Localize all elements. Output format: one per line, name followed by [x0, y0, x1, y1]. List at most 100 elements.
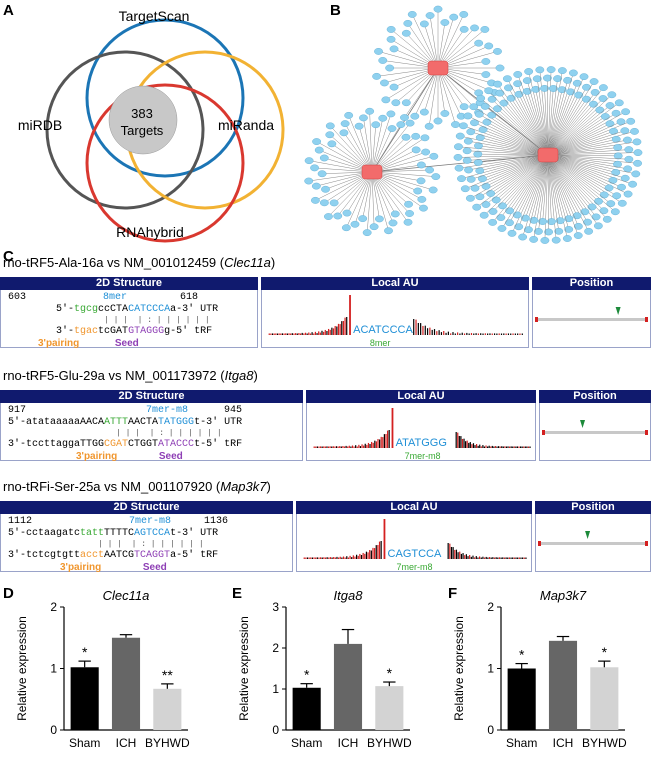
network-edge [491, 114, 549, 156]
au-bar [309, 333, 312, 335]
network-node [421, 148, 431, 156]
au-bar [504, 446, 506, 448]
network-edge [501, 154, 549, 229]
utr-start-marker [535, 317, 538, 322]
hub-left [361, 164, 383, 180]
network-node [613, 160, 622, 168]
au-bar [472, 443, 475, 448]
network-edge [547, 154, 570, 219]
au-bar [346, 317, 348, 335]
network-edge [518, 154, 549, 227]
structure-content: 603 8mer 618 5'-tgcgccCTACATCCCAa-3' UTR… [8, 292, 219, 349]
network-edge [496, 154, 549, 201]
network-node [580, 208, 590, 216]
box-2d-structure [0, 290, 258, 348]
utr-segment: TATGGG [158, 417, 195, 428]
au-bar [296, 333, 298, 335]
x-tick-label: BYHWD [145, 736, 190, 750]
network-edge [518, 94, 549, 156]
au-bar [498, 333, 500, 335]
au-bar [369, 549, 371, 559]
utr-track [539, 542, 647, 545]
au-bar [467, 556, 469, 559]
network-node [459, 122, 468, 130]
au-bar [327, 446, 330, 448]
network-edge [547, 94, 579, 156]
network-node [378, 57, 388, 64]
au-bar [454, 333, 456, 335]
network-node [602, 215, 612, 223]
au-bar [475, 556, 477, 559]
network-node [513, 80, 523, 88]
network-edge [547, 154, 617, 196]
au-bar [498, 557, 501, 559]
au-bar [374, 548, 376, 559]
network-edge [547, 105, 611, 156]
network-edge [538, 154, 549, 232]
network-edge [414, 67, 439, 117]
header-position: Position [539, 390, 651, 403]
entry-title-suffix: ) [270, 255, 276, 270]
network-edge [547, 154, 586, 212]
au-bar [523, 446, 525, 448]
network-node [354, 122, 364, 130]
network-edge [547, 87, 587, 156]
au-bar [278, 333, 280, 335]
network-edge [547, 154, 597, 218]
au-bar [347, 557, 350, 559]
network-node [420, 134, 430, 142]
network-node [416, 161, 426, 169]
au-bar [503, 557, 506, 559]
au-bar [308, 332, 310, 335]
au-bar [415, 319, 417, 335]
network-node [324, 213, 333, 220]
au-bar [512, 557, 514, 559]
network-node [391, 99, 401, 107]
network-edge [547, 154, 561, 221]
network-node [416, 177, 426, 185]
network-node [604, 184, 614, 192]
au-bar [457, 432, 459, 448]
venn-center-count: 383 [131, 106, 153, 121]
au-bar [308, 557, 310, 559]
network-node [407, 11, 417, 18]
site-position-marker [580, 420, 586, 428]
au-bar [344, 317, 346, 335]
network-edge [486, 121, 549, 156]
au-bar [514, 333, 516, 335]
network-node [429, 152, 439, 160]
au-bar [485, 445, 487, 448]
network-edge [371, 171, 380, 219]
network-node [529, 236, 539, 243]
network-edge [547, 154, 618, 165]
network-node [594, 197, 603, 205]
network-edge [463, 125, 549, 156]
au-bar [342, 320, 345, 335]
hub-left-group [304, 107, 441, 237]
au-bar [493, 446, 495, 448]
network-node [606, 200, 616, 208]
network-edge [547, 154, 593, 208]
au-site-type: 7mer-m8 [405, 451, 441, 460]
network-node [400, 114, 409, 121]
header-position: Position [532, 277, 651, 290]
au-bar [329, 557, 332, 559]
network-node [599, 191, 609, 199]
network-edge [539, 69, 549, 156]
alignment-entry: rno-tRF5-Glu-29a vs NM_001173972 (Itga8)… [0, 368, 653, 473]
network-node [624, 146, 634, 154]
significance-marker: * [304, 667, 310, 683]
au-bar [337, 446, 339, 448]
box-local-au [306, 403, 536, 461]
network-node [613, 152, 623, 160]
network-node [481, 182, 491, 190]
network-node [605, 102, 615, 109]
network-node [466, 175, 476, 183]
au-bar [335, 446, 338, 448]
au-bar [496, 333, 498, 335]
au-bar [295, 333, 297, 335]
venn-circle-rnahybrid [85, 83, 245, 243]
network-node [621, 108, 631, 116]
entry-title-prefix: rno-tRF5-Glu-29a vs NM_001173972 ( [3, 368, 225, 383]
structure-content: 1112 7mer-m8 1136 5'-cctaagatctattTTTTCA… [8, 516, 229, 573]
